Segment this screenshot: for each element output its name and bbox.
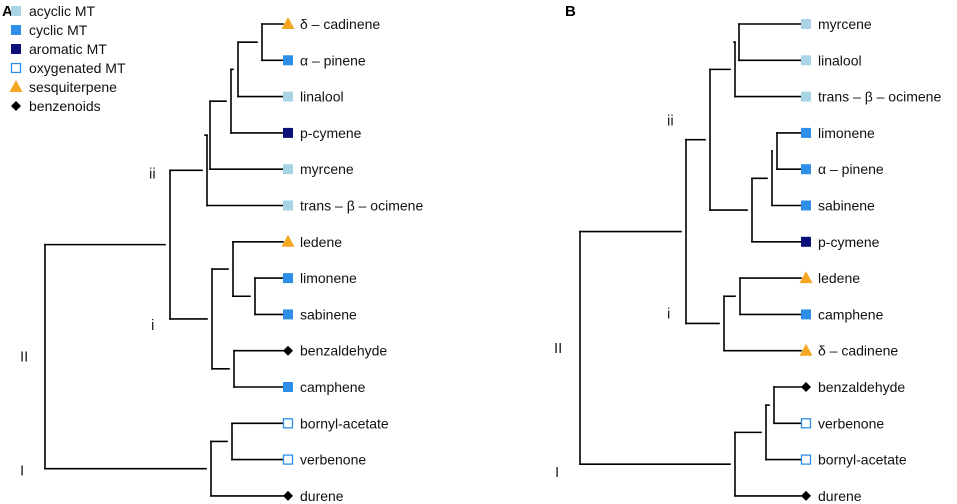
leaf-marker-benzaldehyde <box>283 345 293 356</box>
dendrogram-a <box>44 23 284 497</box>
legend-label-benzenoids: benzenoids <box>29 98 101 114</box>
leaf-marker-trans-ocimene <box>801 91 811 102</box>
leaf-marker-ledene <box>281 234 295 247</box>
leaf-label-sabinene: sabinene <box>300 306 357 322</box>
leaf-marker-limonene <box>801 127 811 138</box>
leaf-label-benzaldehyde: benzaldehyde <box>300 343 387 359</box>
leaf-marker-ledene <box>799 271 813 284</box>
leaf-label-durene: durene <box>818 488 862 504</box>
leaf-label-verbenone: verbenone <box>818 415 884 431</box>
clade-label-ii: II <box>20 349 28 366</box>
legend-marker-aromatic <box>11 44 21 54</box>
leaf-marker-linalool <box>801 55 811 66</box>
leaf-label-camphene: camphene <box>818 306 884 322</box>
leaf-marker-linalool <box>283 91 293 102</box>
leaf-label-durene: durene <box>300 488 344 504</box>
clade-label-ii: ii <box>149 165 156 182</box>
leaf-marker-p-cymene <box>801 236 811 247</box>
legend-label-oxygenated: oxygenated MT <box>29 60 126 76</box>
leaf-label-cadinene: δ – cadinene <box>818 343 898 359</box>
leaf-marker-limonene <box>283 273 293 284</box>
leaf-label-sabinene: sabinene <box>818 198 875 214</box>
leaf-label-pinene: α – pinene <box>818 161 884 177</box>
leaf-marker-myrcene <box>801 19 811 29</box>
leaf-label-cadinene: δ – cadinene <box>300 16 380 32</box>
legend-label-aromatic: aromatic MT <box>29 41 107 57</box>
legend-marker-acyclic <box>11 6 21 16</box>
leaf-label-myrcene: myrcene <box>300 161 354 177</box>
clade-label-i: i <box>667 305 670 322</box>
panel-letter-a: A <box>2 3 13 20</box>
legend-label-cyclic: cyclic MT <box>29 22 88 38</box>
clade-label-i: I <box>20 463 24 480</box>
leaf-label-camphene: camphene <box>300 379 366 395</box>
leaf-marker-benzaldehyde <box>801 382 811 392</box>
leaf-marker-sabinene <box>801 200 811 211</box>
leaf-marker-myrcene <box>283 164 293 175</box>
leaf-label-ledene: ledene <box>300 234 342 250</box>
leaf-marker-cadinene <box>799 343 813 356</box>
leaf-marker-trans-ocimene <box>283 200 293 211</box>
legend-marker-benzenoids <box>11 101 21 111</box>
leaf-list-a: δ – cadinene α – pinene linalool p-cymene my… <box>281 16 423 504</box>
leaf-label-benzaldehyde: benzaldehyde <box>818 379 905 395</box>
legend-marker-oxygenated <box>10 62 22 74</box>
legend-marker-sesquiterpene <box>9 80 23 92</box>
leaf-label-p-cymene: p-cymene <box>300 125 362 141</box>
leaf-list-b: myrcene linalool trans – β – ocimene limone… <box>799 16 941 504</box>
leaf-label-linalool: linalool <box>300 89 344 105</box>
leaf-marker-verbenone <box>800 418 812 429</box>
leaf-label-trans-ocimene: trans – β – ocimene <box>818 89 941 105</box>
leaf-marker-bornyl-acetate <box>800 454 812 465</box>
leaf-marker-sabinene <box>283 309 293 320</box>
leaf-label-pinene: α – pinene <box>300 52 366 68</box>
leaf-marker-cadinene <box>281 17 295 29</box>
leaf-label-verbenone: verbenone <box>300 452 366 468</box>
legend-label-acyclic: acyclic MT <box>29 3 96 19</box>
leaf-label-bornyl-acetate: bornyl-acetate <box>818 452 907 468</box>
clade-label-i: I <box>555 464 559 481</box>
leaf-label-trans-ocimene: trans – β – ocimene <box>300 198 423 214</box>
leaf-marker-durene <box>801 490 811 501</box>
leaf-marker-bornyl-acetate <box>282 418 294 429</box>
legend-label-sesquiterpene: sesquiterpene <box>29 79 117 95</box>
leaf-marker-p-cymene <box>283 127 293 138</box>
leaf-label-limonene: limonene <box>818 125 875 141</box>
panel-letter-b: B <box>565 3 576 20</box>
leaf-label-ledene: ledene <box>818 270 860 286</box>
leaf-label-myrcene: myrcene <box>818 16 872 32</box>
panel-a: A acyclic MT cyclic MT aromatic MT oxygenat… <box>2 3 423 504</box>
clade-label-ii: II <box>554 340 562 357</box>
legend-marker-cyclic <box>11 25 21 35</box>
clade-label-ii: ii <box>667 113 674 130</box>
leaf-label-limonene: limonene <box>300 270 357 286</box>
leaf-label-bornyl-acetate: bornyl-acetate <box>300 415 389 431</box>
clade-label-i: i <box>151 317 154 334</box>
leaf-marker-camphene <box>283 382 293 392</box>
leaf-label-p-cymene: p-cymene <box>818 234 880 250</box>
dendrogram-b <box>579 23 802 497</box>
leaf-marker-durene <box>283 490 293 501</box>
leaf-marker-camphene <box>801 309 811 320</box>
leaf-marker-verbenone <box>282 454 294 465</box>
leaf-marker-pinene <box>801 164 811 175</box>
leaf-label-linalool: linalool <box>818 52 862 68</box>
leaf-marker-pinene <box>283 55 293 66</box>
legend: acyclic MT cyclic MT aromatic MT oxygenated… <box>9 3 126 114</box>
panel-b: B myrcene linalool trans – β – ocimene limo… <box>554 3 941 504</box>
